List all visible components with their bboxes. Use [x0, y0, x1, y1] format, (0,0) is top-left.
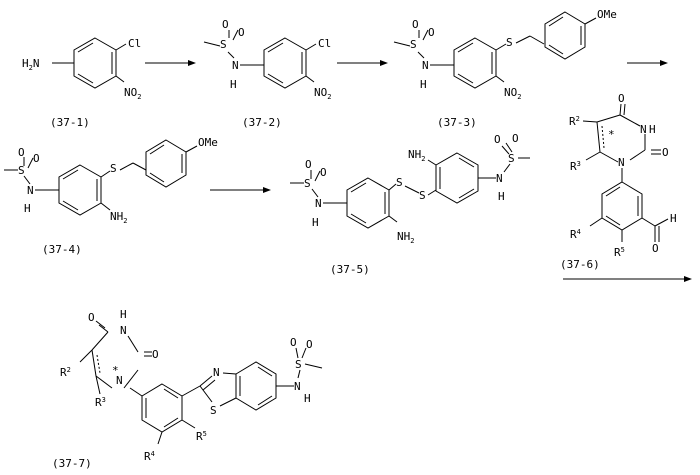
compound-37-2: S O O N H Cl NO2 (37-2): [204, 18, 331, 129]
compound-37-1: Cl NO2 H2N (37-1): [22, 37, 141, 129]
hydrogen-label: H: [312, 216, 319, 229]
reaction-arrow-2: [337, 60, 388, 66]
oxygen-label: O: [428, 26, 435, 39]
hydrogen-label: H: [24, 202, 31, 215]
amino-label: NH2: [408, 148, 425, 163]
nitrogen-label: N: [232, 59, 239, 72]
oxygen-label: O: [306, 338, 313, 351]
nitro-label: NO2: [504, 86, 521, 101]
compound-37-5: S O O N H NH2 S S NH2 N H S O O (37-5): [290, 132, 530, 276]
oxygen-label: O: [238, 26, 245, 39]
nitrogen-label: N: [640, 123, 647, 136]
sulfur-label: S: [295, 358, 302, 371]
oxygen-label: O: [494, 133, 501, 146]
compound-label-37-4: (37-4): [42, 243, 82, 256]
nitrogen-label: N: [120, 324, 127, 337]
sulfur-label: S: [220, 38, 227, 51]
thioether-sulfur-label: S: [110, 162, 117, 175]
oxygen-label: O: [290, 336, 297, 349]
r3-label: R3: [570, 160, 581, 173]
oxygen-label: O: [512, 132, 519, 145]
reaction-arrow-5: [563, 276, 692, 282]
thioether-sulfur-label: S: [506, 36, 513, 49]
hydrogen-label: H: [498, 190, 505, 203]
compound-label-37-3: (37-3): [437, 116, 477, 129]
nitrogen-label: N: [294, 380, 301, 393]
amino-label: NH2: [397, 230, 414, 245]
thiazole-nitrogen-label: N: [213, 366, 220, 379]
r5-label: R5: [614, 246, 625, 259]
compound-label-37-1: (37-1): [50, 116, 90, 129]
disulfide-sulfur-label: S: [419, 189, 426, 202]
nitrogen-label: N: [27, 184, 34, 197]
compound-37-3: S O O N H S OMe NO2 (37-3): [394, 8, 617, 129]
chloro-label: Cl: [318, 37, 331, 50]
hydrogen-label: H: [649, 123, 656, 136]
nitrogen-label: N: [422, 59, 429, 72]
amino-label: H2N: [22, 57, 39, 72]
nitro-label: NO2: [314, 86, 331, 101]
oxygen-label: O: [412, 18, 419, 31]
disulfide-sulfur-label: S: [396, 176, 403, 189]
r3-label: R3: [95, 396, 106, 409]
oxygen-label: O: [305, 158, 312, 171]
compound-37-4: S O O N H S OMe NH2 (37-4): [4, 136, 218, 256]
thiazole-sulfur-label: S: [210, 404, 217, 417]
nitrogen-label: N: [618, 156, 625, 169]
compound-label-37-2: (37-2): [242, 116, 282, 129]
sulfur-label: S: [304, 177, 311, 190]
aldehyde-oxygen-label: O: [652, 242, 659, 255]
methoxy-label: OMe: [198, 136, 218, 149]
r2-label: R2: [569, 115, 580, 128]
amino-label: NH2: [110, 210, 127, 225]
carbonyl-oxygen-label: O: [88, 311, 95, 324]
compound-label-37-6: (37-6): [560, 258, 600, 271]
oxygen-label: O: [222, 18, 229, 31]
hydrogen-label: H: [230, 78, 237, 91]
r2-label: R2: [60, 366, 71, 379]
carbonyl-oxygen-label: O: [618, 92, 625, 105]
compound-37-6: O N H O N * R2 R3 R4 R5 O H (37-6): [560, 92, 677, 271]
compound-37-7: O N H O N * R2 R3 R4 R5 N S N: [52, 308, 322, 470]
nitrogen-label: N: [496, 172, 503, 185]
stereo-star: *: [112, 364, 119, 377]
carbonyl-oxygen-label: O: [152, 348, 159, 361]
sulfur-label: S: [410, 38, 417, 51]
chloro-label: Cl: [128, 37, 141, 50]
compound-label-37-7: (37-7): [52, 457, 92, 470]
r4-label: R4: [144, 450, 155, 463]
r4-label: R4: [570, 228, 581, 241]
methoxy-label: OMe: [597, 8, 617, 21]
stereo-star: *: [608, 128, 615, 141]
sulfur-label: S: [18, 164, 25, 177]
hydrogen-label: H: [420, 78, 427, 91]
carbonyl-oxygen-label: O: [662, 146, 669, 159]
aldehyde-hydrogen-label: H: [670, 212, 677, 225]
hydrogen-label: H: [304, 392, 311, 405]
nitrogen-label: N: [315, 197, 322, 210]
reaction-arrow-3: [627, 60, 668, 66]
reaction-arrow-4: [210, 187, 271, 193]
nitro-label: NO2: [124, 86, 141, 101]
reaction-arrow-1: [145, 60, 196, 66]
compound-label-37-5: (37-5): [330, 263, 370, 276]
oxygen-label: O: [320, 166, 327, 179]
r5-label: R5: [196, 430, 207, 443]
hydrogen-label: H: [120, 308, 127, 321]
oxygen-label: O: [33, 152, 40, 165]
oxygen-label: O: [18, 146, 25, 159]
